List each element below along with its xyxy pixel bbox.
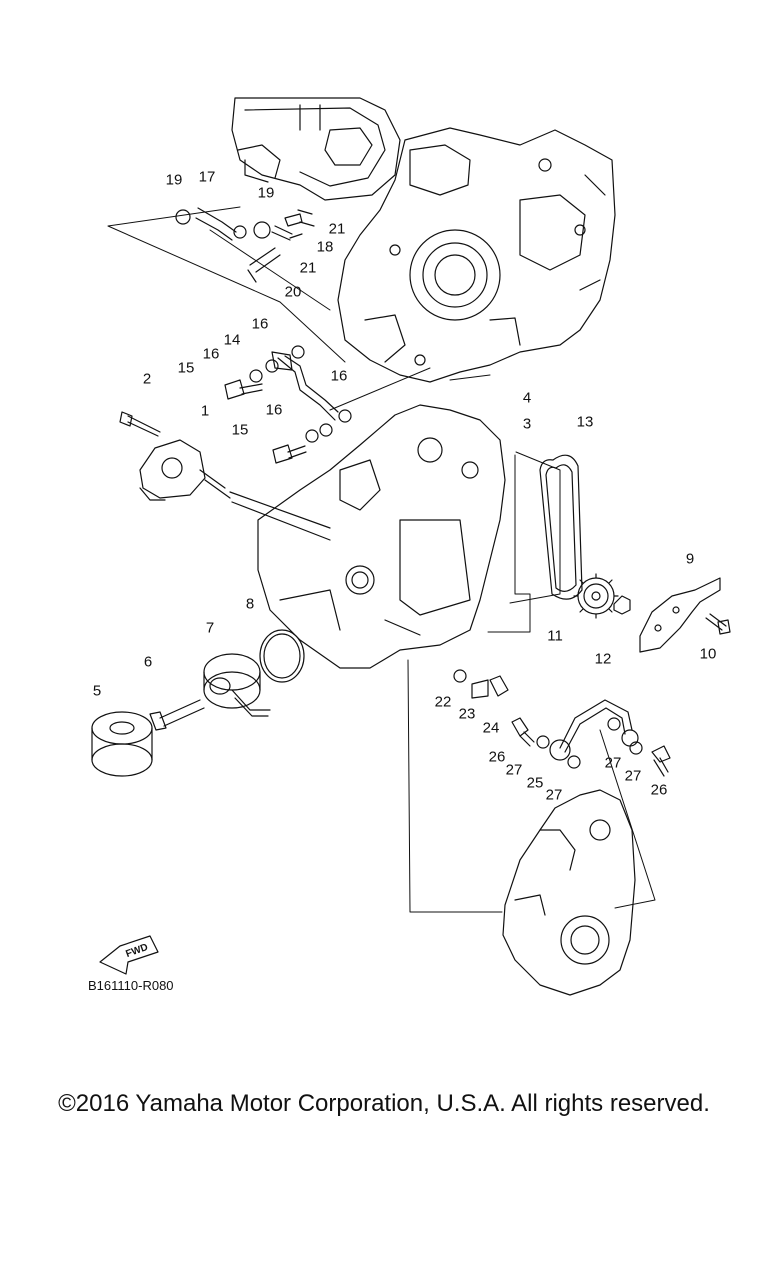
callout-20: 20: [284, 283, 302, 301]
callout-11: 11: [547, 627, 563, 645]
callout-9: 9: [685, 550, 695, 568]
callout-17: 17: [198, 168, 216, 186]
chain-guide-9-drawing: [639, 577, 721, 653]
callout-15: 15: [177, 359, 195, 377]
cylinder-head-drawing: [231, 97, 401, 201]
callout-18: 18: [316, 238, 334, 256]
callout-14: 14: [223, 331, 241, 349]
callout-4: 4: [522, 389, 532, 407]
fwd-arrow-icon: [99, 935, 159, 975]
oil-filter-housing-7-drawing: [203, 653, 271, 717]
callout-16: 16: [265, 401, 283, 419]
callout-22: 22: [434, 693, 452, 711]
oil-pump-drawing: [139, 439, 231, 501]
copyright-notice: ©2016 Yamaha Motor Corporation, U.S.A. A…: [58, 1090, 710, 1117]
oil-pipe-25-drawing: [549, 699, 639, 761]
nut-12-drawing: [613, 595, 631, 615]
callout-8: 8: [245, 595, 255, 613]
callout-16: 16: [202, 345, 220, 363]
callout-15: 15: [231, 421, 249, 439]
sprocket-11-drawing: [573, 573, 619, 619]
callout-5: 5: [92, 682, 102, 700]
callout-21: 21: [299, 259, 317, 277]
callout-23: 23: [458, 705, 476, 723]
callout-1: 1: [200, 402, 210, 420]
callout-27: 27: [545, 786, 563, 804]
callout-3: 3: [522, 415, 532, 433]
callout-21: 21: [328, 220, 346, 238]
o-ring-8-drawing: [259, 629, 305, 683]
callout-26: 26: [488, 748, 506, 766]
callout-25: 25: [526, 774, 544, 792]
callout-27: 27: [505, 761, 523, 779]
crankcase-drawing: [337, 127, 616, 383]
callout-6: 6: [143, 653, 153, 671]
lower-crankcase-drawing: [257, 404, 506, 669]
callout-27: 27: [604, 754, 622, 772]
drawing-code: B161110-R080: [88, 978, 174, 993]
union-bolt-6-drawing: [149, 699, 205, 731]
oil-filter-5-drawing: [91, 711, 153, 777]
callout-19: 19: [165, 171, 183, 189]
callout-7: 7: [205, 619, 215, 637]
leader-lines: [107, 206, 656, 913]
callout-10: 10: [699, 645, 717, 663]
oil-hose-17-drawing: [195, 207, 247, 241]
callout-16: 16: [251, 315, 269, 333]
pump-shaft-drawing: [229, 491, 331, 541]
callout-26: 26: [650, 781, 668, 799]
callout-2: 2: [142, 370, 152, 388]
callout-19: 19: [257, 184, 275, 202]
callout-27: 27: [624, 767, 642, 785]
right-crankcase-cover-drawing: [502, 789, 636, 996]
drive-chain-13-drawing: [539, 454, 583, 600]
callout-24: 24: [482, 719, 500, 737]
callout-16: 16: [330, 367, 348, 385]
bolt-2-drawing: [119, 411, 161, 437]
oil-pipe-14-drawing: [271, 351, 339, 421]
callout-12: 12: [594, 650, 612, 668]
callout-13: 13: [576, 413, 594, 431]
